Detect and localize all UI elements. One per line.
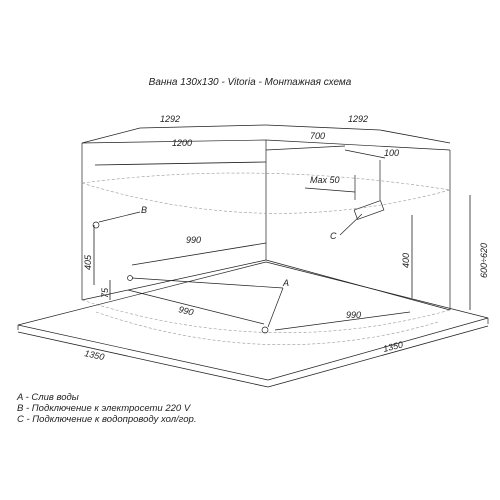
legend-item-b: B - Подключение к электросети 220 V <box>17 403 191 414</box>
page-title: Ванна 130x130 - Vitoria - Монтажная схем… <box>148 77 352 88</box>
dim-top-left: 1292 <box>160 114 180 124</box>
tub-outline <box>81 172 451 345</box>
legend-item-a: A - Слив воды <box>17 392 79 403</box>
markers: B A C <box>141 205 337 288</box>
dim-back-floor: 990 <box>186 235 201 245</box>
marker-b: B <box>141 205 147 215</box>
dim-left-height: 405 <box>83 254 93 270</box>
dim-inner-width: 1200 <box>172 138 192 148</box>
legend-item-c: C - Подключение к водопроводу хол/гор. <box>17 414 197 425</box>
connections <box>92 160 385 334</box>
dim-right-height: 400 <box>401 253 411 268</box>
dim-pipe-spacing: 100 <box>384 148 399 158</box>
vertical-dimensions <box>93 195 471 310</box>
dim-max-label: Max 50 <box>310 175 340 185</box>
dim-front-right-floor: 990 <box>346 310 361 320</box>
dim-total-height: 600÷620 <box>479 243 489 278</box>
drain-icon <box>261 326 269 334</box>
dim-top-right: 1292 <box>348 114 368 124</box>
marker-a: A <box>282 278 289 288</box>
dim-left-floor: 75 <box>100 287 110 298</box>
floor-dimensions <box>17 242 489 388</box>
tub-leg-icon <box>127 275 133 281</box>
room-walls <box>81 139 451 311</box>
dim-drain-offset: 700 <box>310 131 325 141</box>
marker-c: C <box>330 231 337 241</box>
dim-front-left-floor: 990 <box>178 304 195 317</box>
dimension-labels: 1292 1292 1200 700 100 Max 50 405 75 990… <box>83 114 489 362</box>
top-dimensions <box>81 124 451 193</box>
electrical-connection-icon <box>92 221 100 229</box>
dim-bottom-left: 1350 <box>84 348 106 362</box>
dim-bottom-right: 1350 <box>382 339 404 354</box>
legend: A - Слив воды B - Подключение к электрос… <box>17 392 196 425</box>
water-inlet-icon <box>353 200 385 220</box>
floor-outline <box>17 261 489 381</box>
